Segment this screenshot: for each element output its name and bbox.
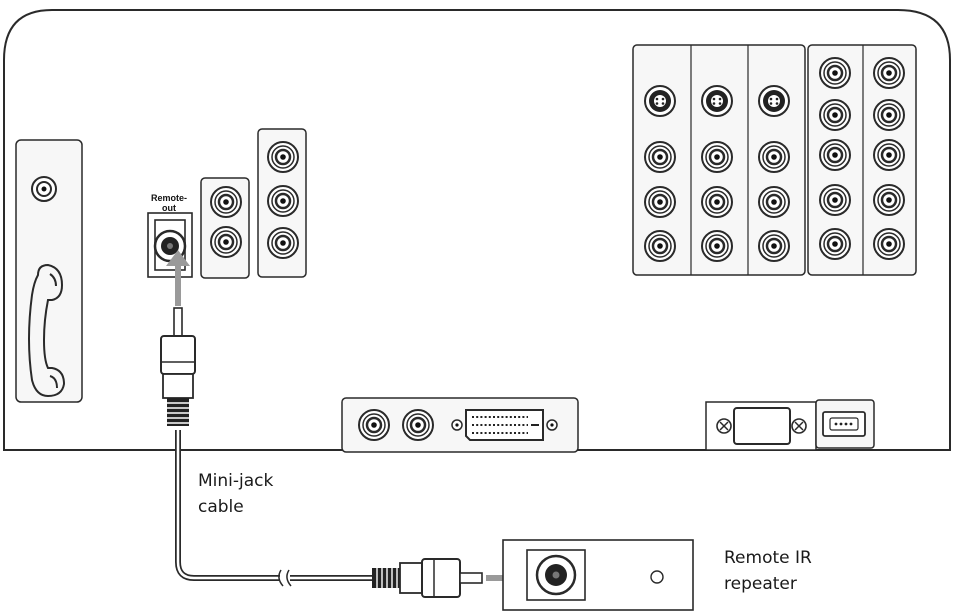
rca-jack-icon[interactable]: [757, 185, 791, 219]
mini-jack-cable: [160, 307, 483, 598]
rca-jack-icon[interactable]: [818, 183, 852, 217]
rca-jack-icon[interactable]: [401, 408, 435, 442]
rca-jack-icon[interactable]: [757, 229, 791, 263]
rca-jack-icon[interactable]: [700, 229, 734, 263]
usb-port-icon[interactable]: [815, 399, 875, 449]
rca-jack-icon[interactable]: [872, 183, 906, 217]
rca-jack-icon[interactable]: [643, 185, 677, 219]
rca-jack-icon[interactable]: [700, 185, 734, 219]
serial-port-icon[interactable]: [705, 401, 817, 451]
rca-jack-icon[interactable]: [872, 98, 906, 132]
rca-jack-icon[interactable]: [209, 225, 243, 259]
antenna-panel: [15, 139, 83, 403]
mini-jack-cable-label: Mini-jack cable: [198, 468, 338, 520]
audio-out-panel: [257, 128, 307, 278]
rca-jack-icon[interactable]: [757, 140, 791, 174]
connection-arrow: [166, 250, 190, 306]
s-video-jack-icon[interactable]: [758, 85, 790, 117]
repeater-label-line1: Remote IR: [724, 548, 812, 568]
dvi-connector-icon[interactable]: [451, 409, 558, 441]
component-input-panel: [807, 44, 917, 276]
coax-connector-icon: [31, 176, 57, 202]
cable-label-line2: cable: [198, 497, 244, 517]
rca-jack-icon[interactable]: [266, 140, 300, 174]
ir-sensor-icon: [650, 570, 664, 584]
rca-jack-icon[interactable]: [818, 98, 852, 132]
rca-jack-icon[interactable]: [872, 138, 906, 172]
av-input-panel: [632, 44, 806, 276]
cable-label-line1: Mini-jack: [198, 471, 274, 491]
rca-jack-icon[interactable]: [266, 184, 300, 218]
remote-out-port[interactable]: [147, 212, 193, 278]
rca-jack-icon[interactable]: [818, 227, 852, 261]
rca-jack-icon[interactable]: [700, 140, 734, 174]
ir-input-jack[interactable]: [535, 554, 577, 596]
phone-handset-icon: [28, 263, 66, 398]
mini-jack-plug-icon: [160, 307, 196, 426]
rca-jack-icon[interactable]: [209, 185, 243, 219]
rca-jack-icon[interactable]: [872, 56, 906, 90]
audio-jack-panel: [200, 177, 250, 279]
ir-repeater-device: [502, 539, 694, 611]
s-video-jack-icon[interactable]: [644, 85, 676, 117]
repeater-label-line2: repeater: [724, 574, 797, 594]
rca-jack-icon[interactable]: [818, 138, 852, 172]
dvi-panel: [341, 397, 579, 453]
rca-jack-icon[interactable]: [872, 227, 906, 261]
mini-jack-plug-icon: [372, 558, 483, 598]
remote-out-label: Remote-out: [150, 193, 187, 213]
rca-jack-icon[interactable]: [818, 56, 852, 90]
rca-jack-icon[interactable]: [357, 408, 391, 442]
rca-jack-icon[interactable]: [643, 229, 677, 263]
rca-jack-icon[interactable]: [643, 140, 677, 174]
rca-jack-icon[interactable]: [266, 226, 300, 260]
ir-repeater-label: Remote IR repeater: [724, 545, 864, 597]
s-video-jack-icon[interactable]: [701, 85, 733, 117]
